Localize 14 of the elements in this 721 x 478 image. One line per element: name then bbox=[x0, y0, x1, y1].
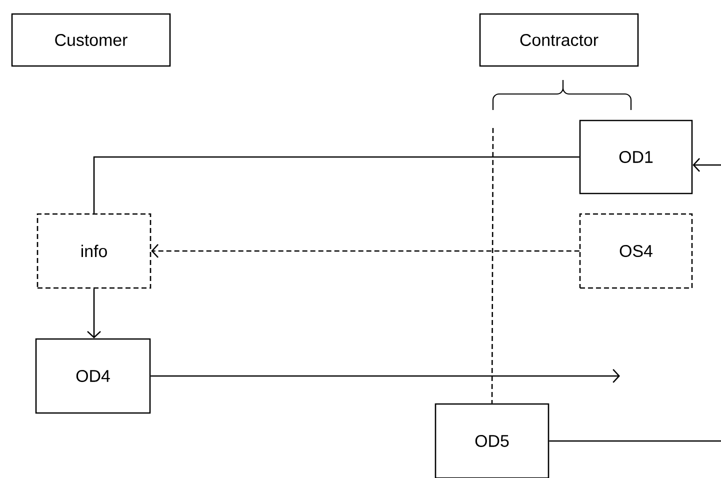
line bbox=[549, 440, 721, 442]
arrow bbox=[692, 158, 721, 172]
process-box: OD4 bbox=[35, 338, 151, 414]
process-box: OD5 bbox=[434, 403, 550, 478]
process-box: info bbox=[36, 213, 152, 289]
lane-header-box: Customer bbox=[11, 13, 171, 67]
process-box: OD1 bbox=[579, 120, 693, 194]
process-box: OS4 bbox=[579, 213, 693, 289]
dashed-line bbox=[491, 128, 494, 404]
arrow bbox=[150, 369, 620, 383]
lane-header-box: Contractor bbox=[479, 13, 639, 67]
line bbox=[93, 156, 580, 214]
arrow bbox=[87, 288, 101, 338]
arrow bbox=[151, 244, 580, 258]
